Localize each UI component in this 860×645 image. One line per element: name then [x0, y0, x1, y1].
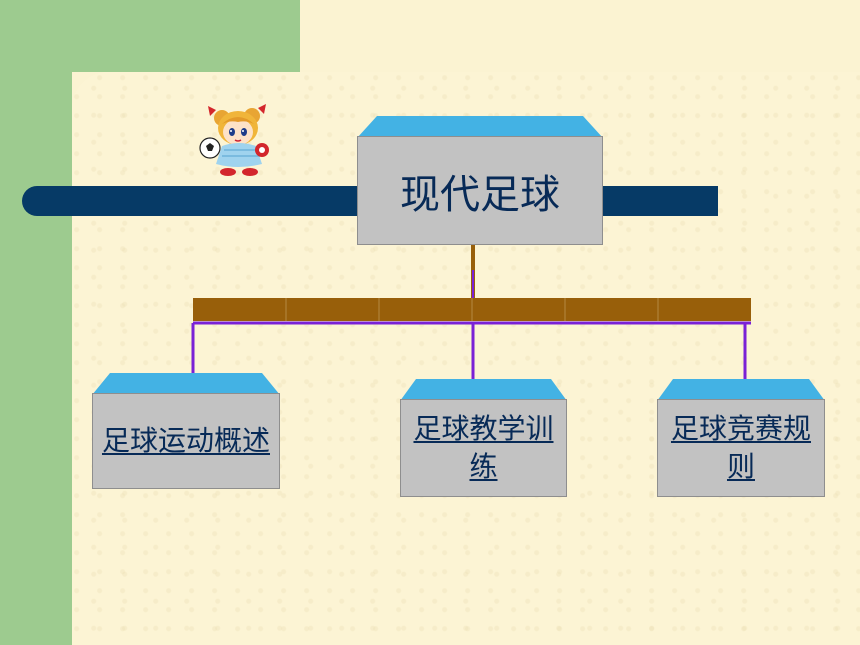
- cartoon-girl-with-soccer-ball-icon: [199, 104, 269, 176]
- top-green-band: [0, 0, 300, 72]
- node-cap: [92, 373, 280, 395]
- node-cap: [400, 379, 567, 401]
- node-cap: [657, 379, 825, 401]
- root-node-cap: [357, 116, 603, 138]
- root-node-label: 现代足球: [357, 136, 603, 245]
- node-football-overview[interactable]: 足球运动概述: [92, 373, 280, 489]
- node-link-label[interactable]: 足球竞赛规则: [657, 399, 825, 497]
- node-link-label[interactable]: 足球教学训练: [400, 399, 567, 497]
- root-node: 现代足球: [357, 116, 603, 245]
- node-link-label[interactable]: 足球运动概述: [92, 393, 280, 489]
- node-football-training[interactable]: 足球教学训练: [400, 379, 567, 497]
- connector-bar-dividers: [285, 298, 659, 321]
- left-green-band: [0, 0, 72, 645]
- node-football-rules[interactable]: 足球竞赛规则: [657, 379, 825, 497]
